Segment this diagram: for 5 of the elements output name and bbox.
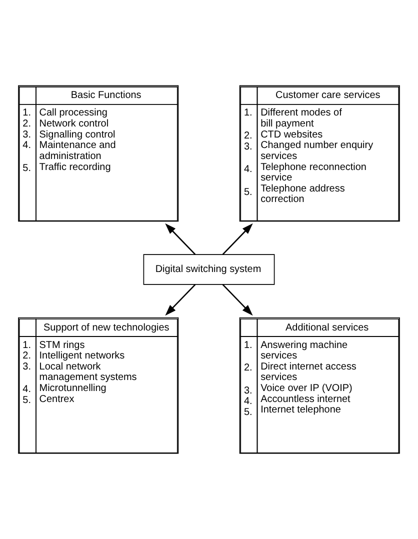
arrow: [165, 223, 196, 255]
arrow: [165, 284, 196, 316]
arrow: [222, 284, 253, 316]
node-box: Digital switching system: [143, 254, 275, 285]
arrow: [222, 223, 253, 255]
